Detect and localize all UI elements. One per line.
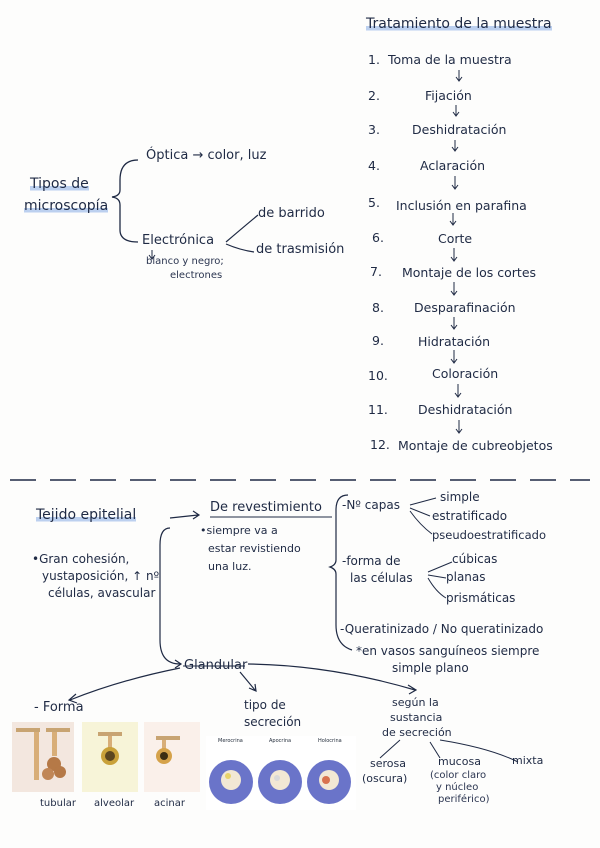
glandular-text: Glandular <box>184 658 248 673</box>
step-label: Deshidratación <box>412 122 507 137</box>
capa-item: estratificado <box>432 509 508 523</box>
secretion-type-label: Apocrina <box>269 738 292 744</box>
forma-label-2: las células <box>350 571 413 585</box>
electronica-note-1: blanco y negro; <box>146 256 224 267</box>
secretion-types-image: Merocrina Apocrina Holocrina <box>206 736 356 810</box>
barrido-text: de barrido <box>258 206 325 221</box>
vasos-text-1: *en vasos sanguíneos siempre <box>356 644 540 658</box>
step-num: 5. <box>368 195 380 210</box>
epitelial-title: Tejido epitelial <box>36 507 137 523</box>
sustancia-label-3: de secreción <box>382 726 452 739</box>
step-label: Aclaración <box>420 158 486 173</box>
step-label: Desparafinación <box>414 300 516 315</box>
revestimiento-text: De revestimiento <box>210 500 322 515</box>
vasos-text-2: simple plano <box>392 661 469 675</box>
step-label: Montaje de cubreobjetos <box>398 438 553 453</box>
step-label: Toma de la muestra <box>388 52 512 67</box>
step-num: 2. <box>368 88 380 103</box>
microscopia-title-line2: microscopía <box>24 198 109 214</box>
secrecion-label-2: secreción <box>244 715 302 729</box>
electronica-text: Electrónica <box>142 233 215 248</box>
tubular-gland-image <box>12 722 74 792</box>
alveolar-gland-image <box>82 722 138 792</box>
step-num: 6. <box>372 230 384 245</box>
forma-label-1: -forma de <box>342 554 401 568</box>
serosa-note: (oscura) <box>362 772 408 785</box>
secrecion-label-1: tipo de <box>244 698 286 712</box>
forma-item: planas <box>446 570 486 584</box>
step-label: Hidratación <box>418 334 491 349</box>
capa-item: pseudoestratificado <box>432 528 546 542</box>
step-label: Montaje de los cortes <box>402 265 537 280</box>
mucosa-text: mucosa <box>438 755 481 768</box>
sustancia-label-1: según la <box>392 696 439 709</box>
forma-caption: alveolar <box>94 798 135 809</box>
serosa-text: serosa <box>370 757 406 770</box>
step-label: Fijación <box>425 88 472 103</box>
step-num: 8. <box>372 300 384 315</box>
epitelial-feature-2: yustaposición, ↑ nº <box>42 569 160 583</box>
forma-item: prismáticas <box>446 591 516 605</box>
step-num: 11. <box>368 402 388 417</box>
forma-item: cúbicas <box>452 552 498 566</box>
step-num: 7. <box>370 264 382 279</box>
step-label: Coloración <box>432 366 499 381</box>
mucosa-note-2: y núcleo <box>436 782 479 793</box>
step-num: 3. <box>368 122 380 137</box>
mucosa-note-3: periférico) <box>438 794 490 805</box>
step-num: 9. <box>372 333 384 348</box>
acinar-gland-image <box>144 722 200 792</box>
capa-item: simple <box>440 490 480 504</box>
queratinizado-text: -Queratinizado / No queratinizado <box>340 622 544 636</box>
step-num: 4. <box>368 158 380 173</box>
mucosa-note-1: (color claro <box>430 770 487 781</box>
electronica-note-2: electrones <box>170 270 223 281</box>
step-label: Inclusión en parafina <box>396 198 527 213</box>
step-num: 10. <box>368 368 388 383</box>
forma-caption: tubular <box>40 798 76 809</box>
revestimiento-note-3: una luz. <box>208 560 252 573</box>
revestimiento-note-2: estar revistiendo <box>208 542 301 555</box>
trasmision-text: de trasmisión <box>256 242 345 257</box>
epitelial-feature-1: •Gran cohesión, <box>32 552 130 566</box>
microscopia-title-line1: Tipos de <box>30 176 89 192</box>
secretion-type-label: Merocrina <box>218 738 243 744</box>
optica-text: Óptica → color, luz <box>146 148 267 163</box>
mixta-text: mixta <box>512 754 544 767</box>
forma-glandular-label: - Forma <box>34 700 84 715</box>
step-label: Deshidratación <box>418 402 513 417</box>
forma-caption: acinar <box>154 798 185 809</box>
epitelial-feature-3: células, avascular <box>48 586 156 600</box>
capas-label: -Nº capas <box>342 498 400 512</box>
secretion-type-label: Holocrina <box>318 738 342 744</box>
step-num: 12. <box>370 437 390 452</box>
revestimiento-note-1: •siempre va a <box>200 524 278 537</box>
tratamiento-title: Tratamiento de la muestra <box>366 16 552 32</box>
sustancia-label-2: sustancia <box>390 711 443 724</box>
step-label: Corte <box>438 231 473 246</box>
step-num: 1. <box>368 52 380 67</box>
